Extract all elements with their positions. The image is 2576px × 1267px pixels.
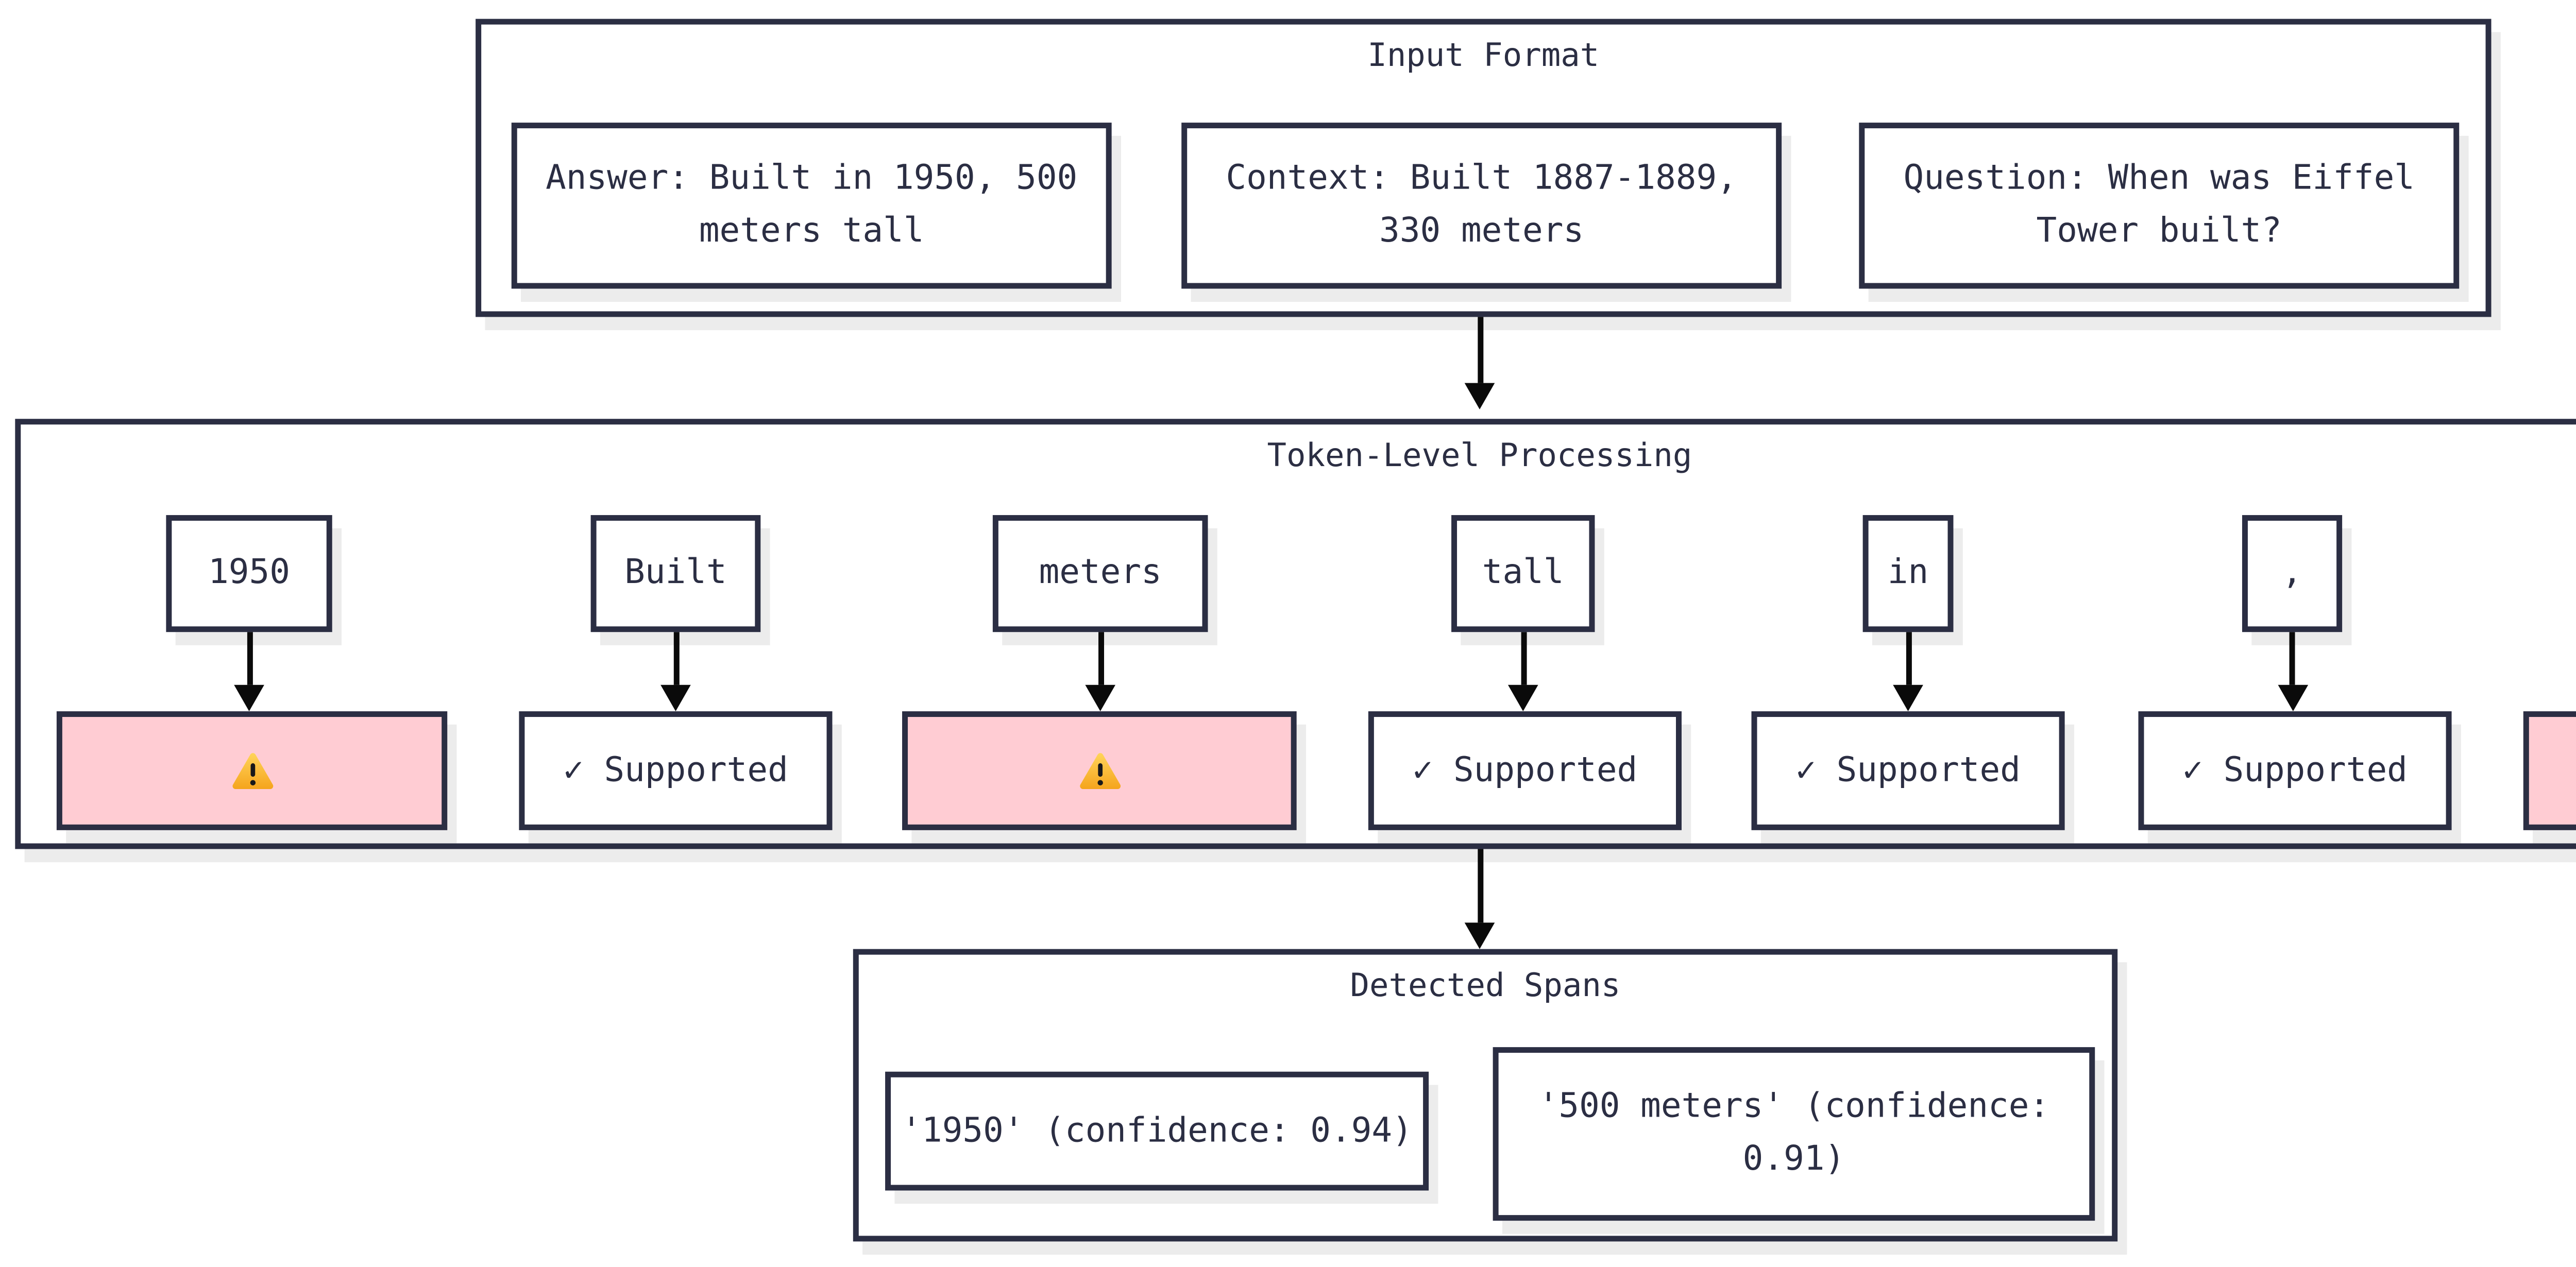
token-box-1950: 1950 (166, 515, 332, 632)
token-arrow-3 (1507, 632, 1539, 712)
input-format-title: Input Format (1367, 38, 1600, 76)
arrow-stem (1520, 632, 1526, 685)
token-processing-section: Token-Level Processing 1950 Built meters… (15, 419, 2576, 849)
arrow-head-icon (1507, 684, 1538, 712)
arrow-head-icon (2277, 684, 2308, 712)
token-box-comma: , (2242, 515, 2343, 632)
arrow-head-icon (1085, 684, 1115, 712)
arrow-head-icon (660, 684, 691, 712)
warning-result-box-500 (2523, 711, 2576, 830)
question-text: Question: When was Eiffel Tower built? (1903, 159, 2415, 251)
token-box-built: Built (590, 515, 761, 632)
warning-result-box-meters (902, 711, 1297, 830)
answer-box: Answer: Built in 1950, 500 meters tall (511, 123, 1112, 289)
arrow-stem (2289, 632, 2295, 685)
supported-result-box-in: ✓ Supported (1751, 711, 2065, 830)
span-text: '500 meters' (confidence: 0.91) (1538, 1087, 2050, 1179)
warning-icon (231, 753, 273, 790)
detected-span-box-500-meters: '500 meters' (confidence: 0.91) (1493, 1047, 2095, 1221)
supported-label: ✓ Supported (563, 750, 788, 790)
detected-spans-section: Detected Spans '1950' (confidence: 0.94)… (853, 949, 2118, 1242)
token-arrow-1 (659, 632, 691, 712)
token-arrow-0 (233, 632, 265, 712)
detected-spans-title: Detected Spans (1350, 968, 1621, 1006)
arrow-stem (1097, 632, 1104, 685)
arrow-head-icon (1893, 684, 1923, 712)
token-text: Built (624, 553, 727, 593)
token-arrow-2 (1084, 632, 1116, 712)
arrow-head-icon (234, 684, 264, 712)
token-text: tall (1482, 553, 1564, 593)
token-box-tall: tall (1451, 515, 1595, 632)
arrow-stem (246, 632, 252, 685)
context-box: Context: Built 1887-1889, 330 meters (1181, 123, 1782, 289)
context-text: Context: Built 1887-1889, 330 meters (1226, 159, 1737, 251)
input-format-section: Input Format Answer: Built in 1950, 500 … (476, 19, 2492, 317)
token-arrow-4 (1892, 632, 1924, 712)
warning-result-box-1950 (56, 711, 448, 830)
token-text: , (2282, 553, 2302, 593)
arrow-input-to-tokens (1464, 317, 1496, 409)
arrow-stem (1477, 849, 1483, 923)
arrow-stem (672, 632, 679, 685)
token-text: in (1887, 553, 1929, 593)
token-text: 1950 (208, 553, 290, 593)
detected-span-box-1950: '1950' (confidence: 0.94) (885, 1071, 1429, 1191)
arrow-stem (1905, 632, 1911, 685)
supported-result-box-tall: ✓ Supported (1368, 711, 1682, 830)
arrow-head-icon (1464, 383, 1495, 409)
token-arrow-5 (2276, 632, 2308, 712)
arrow-tokens-to-spans (1464, 849, 1496, 949)
token-box-in: in (1862, 515, 1954, 632)
arrow-head-icon (1464, 922, 1495, 949)
supported-label: ✓ Supported (2182, 750, 2408, 790)
arrow-stem (1477, 317, 1483, 383)
span-text: '1950' (confidence: 0.94) (901, 1110, 1413, 1150)
supported-result-box-comma: ✓ Supported (2138, 711, 2452, 830)
question-box: Question: When was Eiffel Tower built? (1859, 123, 2460, 289)
supported-result-box-built: ✓ Supported (519, 711, 833, 830)
answer-text: Answer: Built in 1950, 500 meters tall (546, 159, 1078, 251)
token-box-meters: meters (992, 515, 1208, 632)
token-processing-title: Token-Level Processing (1267, 437, 1692, 476)
warning-icon (1079, 753, 1120, 790)
supported-label: ✓ Supported (1795, 750, 2021, 790)
token-text: meters (1039, 553, 1162, 593)
supported-label: ✓ Supported (1412, 750, 1638, 790)
